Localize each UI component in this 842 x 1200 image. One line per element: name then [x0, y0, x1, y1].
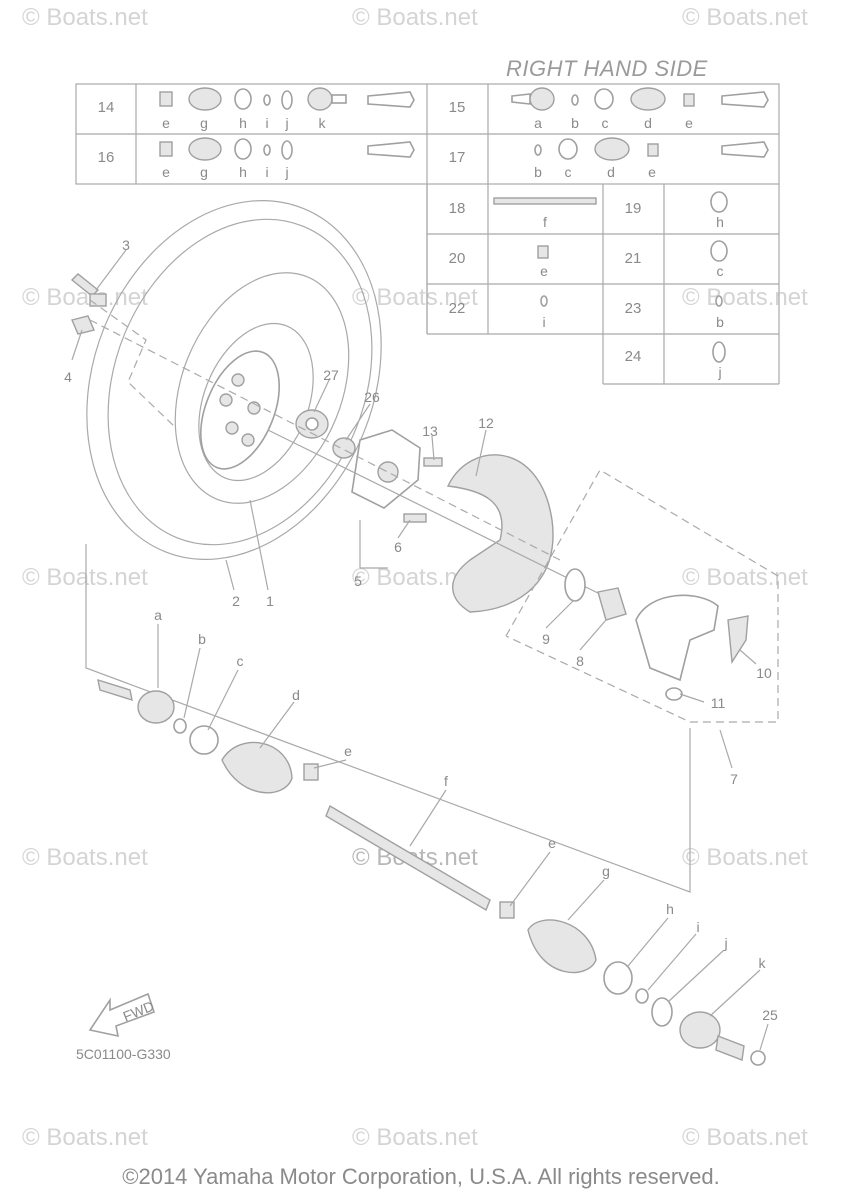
- kit-ref: 14: [98, 99, 115, 116]
- callout-d: d: [292, 687, 300, 703]
- callout-8: 8: [576, 653, 584, 669]
- watermark: © Boats.net: [682, 284, 808, 311]
- callout-4: 4: [64, 369, 72, 385]
- kit-17-part-icons: [534, 137, 769, 161]
- wheel-assembly: [70, 200, 554, 613]
- callout-j: j: [723, 935, 727, 951]
- callout-11: 11: [711, 695, 726, 711]
- callout-12: 12: [478, 415, 494, 431]
- driveshaft-group: [85, 544, 766, 1066]
- callout-13: 13: [422, 423, 438, 439]
- callout-e: e: [344, 743, 352, 759]
- kit-table: 14 15 16 17 18 19 20 21 22 23 24 e g h i…: [75, 83, 780, 385]
- kit-letter: g: [200, 115, 208, 131]
- kit-letter: d: [644, 115, 652, 131]
- knuckle-group: [505, 469, 779, 723]
- kit-letter: k: [319, 115, 327, 131]
- callout-6: 6: [394, 539, 402, 555]
- callout-a: a: [154, 607, 162, 623]
- callout-9: 9: [542, 631, 550, 647]
- kit-ref: 22: [449, 300, 466, 317]
- kit-ref: 20: [449, 250, 466, 267]
- kit-letter: c: [717, 263, 724, 279]
- kit-letter: j: [284, 164, 288, 180]
- watermark: © Boats.net: [22, 4, 148, 31]
- kit-ref: 24: [625, 348, 642, 365]
- kit-ref: 18: [449, 200, 466, 217]
- callout-i: i: [696, 919, 699, 935]
- fwd-label: FWD: [121, 998, 157, 1025]
- callout-c: c: [237, 653, 244, 669]
- callout-labels: 3 4 27 26 13 12 6 5 2 1 9 8 10 11 7 a b …: [64, 237, 778, 1023]
- kit-letter: e: [685, 115, 693, 131]
- kit-16-part-icons: [159, 137, 415, 161]
- kit-letter: a: [534, 115, 542, 131]
- kit-letter: b: [716, 314, 724, 330]
- kit-letter: g: [200, 164, 208, 180]
- callout-10: 10: [756, 665, 772, 681]
- kit-ref: 19: [625, 200, 642, 217]
- callout-f: f: [444, 773, 448, 789]
- kit-letter: b: [534, 164, 542, 180]
- kit-letter: h: [239, 115, 247, 131]
- copyright: ©2014 Yamaha Motor Corporation, U.S.A. A…: [122, 1164, 720, 1189]
- kit-letter: i: [542, 314, 545, 330]
- kit-single-part-icons: [493, 191, 728, 363]
- kit-letter: j: [284, 115, 288, 131]
- forward-arrow-icon: FWD: [88, 992, 157, 1038]
- kit-letter: e: [540, 263, 548, 279]
- kit-letter: f: [543, 214, 547, 230]
- kit-letter: d: [607, 164, 615, 180]
- leader-lines: [71, 249, 769, 1051]
- callout-k: k: [759, 955, 767, 971]
- kit-letter: e: [162, 115, 170, 131]
- kit-letter: b: [571, 115, 579, 131]
- kit-letter: e: [162, 164, 170, 180]
- watermark: © Boats.net: [352, 1124, 478, 1151]
- side-title: RIGHT HAND SIDE: [506, 56, 708, 81]
- watermark: © Boats.net: [22, 1124, 148, 1151]
- kit-letter: j: [717, 364, 721, 380]
- callout-b: b: [198, 631, 206, 647]
- watermark: © Boats.net: [682, 4, 808, 31]
- callout-26: 26: [364, 389, 380, 405]
- callout-h: h: [666, 901, 674, 917]
- callout-e: e: [548, 835, 556, 851]
- kit-ref: 15: [449, 99, 466, 116]
- kit-14-part-icons: [159, 87, 415, 111]
- kit-letter: h: [239, 164, 247, 180]
- watermark: © Boats.net: [682, 564, 808, 591]
- watermark: © Boats.net: [22, 844, 148, 871]
- watermark: © Boats.net: [682, 844, 808, 871]
- watermark: © Boats.net: [682, 1124, 808, 1151]
- kit-letter: e: [648, 164, 656, 180]
- axis-lines: [89, 299, 613, 601]
- kit-ref: 16: [98, 149, 115, 166]
- diagram-code: 5C01100-G330: [76, 1046, 171, 1062]
- kit-15-part-icons: [511, 87, 769, 111]
- kit-ref: 23: [625, 300, 642, 317]
- kit-ref: 17: [449, 149, 466, 166]
- kit-letter: c: [602, 115, 609, 131]
- callout-5: 5: [354, 573, 362, 589]
- callout-3: 3: [122, 237, 130, 253]
- callout-25: 25: [762, 1007, 778, 1023]
- watermark: © Boats.net: [22, 564, 148, 591]
- callout-1: 1: [266, 593, 274, 609]
- kit-letter: i: [265, 115, 268, 131]
- callout-7: 7: [730, 771, 738, 787]
- kit-letter: h: [716, 214, 724, 230]
- kit-letter: c: [565, 164, 572, 180]
- callout-g: g: [602, 863, 610, 879]
- watermark: © Boats.net: [352, 4, 478, 31]
- kit-ref: 21: [625, 250, 642, 267]
- callout-2: 2: [232, 593, 240, 609]
- callout-27: 27: [323, 367, 339, 383]
- kit-letter: i: [265, 164, 268, 180]
